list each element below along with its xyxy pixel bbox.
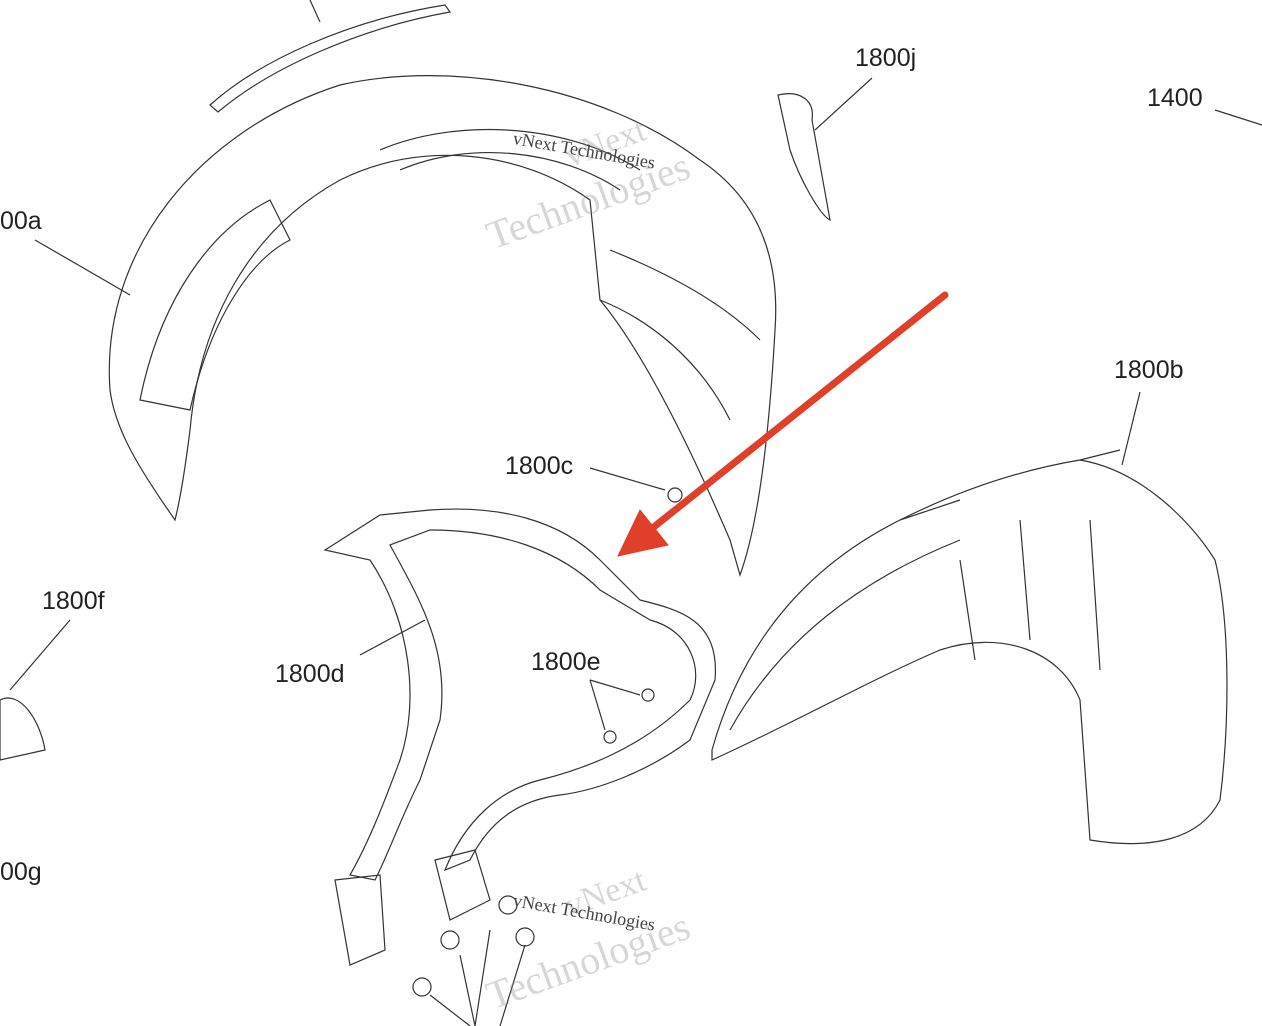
label-1800d: 1800d — [275, 660, 345, 688]
fastener — [603, 730, 617, 744]
label-1400: 1400 — [1147, 84, 1203, 112]
rear-fender — [711, 459, 1228, 845]
label-1800e: 1800e — [531, 648, 601, 676]
front-fender — [108, 75, 777, 577]
label-1800j: 1800j — [855, 44, 917, 72]
fastener — [667, 487, 683, 503]
trim-strip — [209, 4, 452, 113]
fender-bracket — [323, 508, 716, 881]
bolt — [515, 927, 535, 947]
bolt — [412, 977, 432, 997]
bolt — [440, 930, 460, 950]
label-1800c: 1800c — [505, 452, 574, 480]
bolt — [498, 895, 518, 915]
red-arrow — [617, 291, 949, 557]
small-insert — [777, 93, 831, 222]
label-1800b: 1800b — [1114, 356, 1184, 384]
label-1800g: 00g — [0, 858, 42, 886]
fastener — [641, 688, 655, 702]
label-1800a: 00a — [0, 207, 42, 235]
label-1800f: 1800f — [42, 587, 105, 615]
